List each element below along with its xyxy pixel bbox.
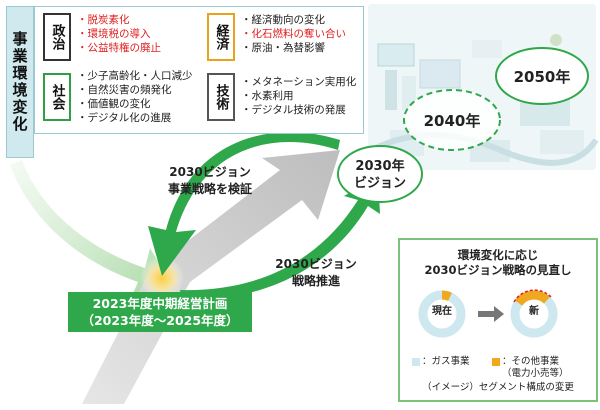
legend-swatch-gas <box>412 358 420 366</box>
list-item: ・水素利用 <box>241 90 294 102</box>
year-2050-bubble <box>495 47 589 105</box>
legend-swatch-other <box>492 358 500 366</box>
segment-donuts <box>412 289 558 366</box>
economy-list: ・経済動向の変化 ・化石燃料の奪い合い ・原油・為替影響 <box>241 13 346 55</box>
midterm-plan-box: 2023年度中期経営計画 （2023年度～2025年度） <box>68 292 252 332</box>
review-title: 環境変化に応じ 2030ビジョン戦略の見直し <box>424 248 572 277</box>
gray-growth-arrow <box>82 150 340 404</box>
vision-2030-bubble <box>337 145 423 203</box>
new-donut <box>510 289 558 338</box>
list-item: ・価値観の変化 <box>77 98 151 110</box>
list-item: ・公益特権の廃止 <box>77 42 161 54</box>
category-economy: 経済 <box>207 13 235 61</box>
env-change-header-text: 事業環境変化 <box>10 31 29 133</box>
list-item: ・デジタル技術の発展 <box>241 104 346 116</box>
verify-arrow <box>148 132 340 276</box>
verify-caption: 2030ビジョン 事業戦略を検証 <box>167 165 252 196</box>
category-technology: 技術 <box>207 73 235 121</box>
env-flow-arrow <box>10 160 170 300</box>
year-2050-label: 2050年 <box>513 68 571 86</box>
right-arrow-icon <box>478 306 504 322</box>
list-item: ・原油・為替影響 <box>241 42 325 54</box>
current-donut <box>418 290 466 338</box>
list-item: ・脱炭素化 <box>77 14 130 26</box>
society-list: ・少子高齢化・人口減少 ・自然災害の頻発化 ・価値観の変化 ・デジタル化の進展 <box>77 69 193 125</box>
year-2040-bubble <box>403 89 501 151</box>
env-factors-panel: 政治 ・脱炭素化 ・環境税の導入 ・公益特権の廃止 経済 ・経済動向の変化 ・化… <box>34 6 364 134</box>
legend-other: ：その他事業 （電力小売等） <box>502 356 569 379</box>
list-item: ・少子高齢化・人口減少 <box>77 70 193 82</box>
category-politics: 政治 <box>43 13 71 61</box>
review-caption: （イメージ）セグメント構成の変更 <box>422 382 574 393</box>
technology-list: ・メタネーション実用化 ・水素利用 ・デジタル技術の発展 <box>241 75 356 117</box>
year-2040-label: 2040年 <box>423 112 481 130</box>
current-label: 現在 <box>432 306 452 317</box>
env-change-header: 事業環境変化 <box>6 6 34 158</box>
list-item: ・メタネーション実用化 <box>241 76 357 88</box>
list-item: ・デジタル化の進展 <box>77 112 172 124</box>
origin-glow <box>140 256 184 300</box>
strategy-review-box: 環境変化に応じ 2030ビジョン戦略の見直し 現在 新 ：ガス事業 ：その他事業… <box>398 238 598 402</box>
category-society: 社会 <box>43 73 71 121</box>
politics-list: ・脱炭素化 ・環境税の導入 ・公益特権の廃止 <box>77 13 161 55</box>
list-item: ・自然災害の頻発化 <box>77 84 172 96</box>
list-item: ・経済動向の変化 <box>241 14 325 26</box>
legend-gas: ：ガス事業 <box>422 356 470 367</box>
promote-caption: 2030ビジョン 戦略推進 <box>275 257 357 288</box>
list-item: ・環境税の導入 <box>77 28 151 40</box>
vision-2030-label: 2030年 ビジョン <box>353 159 406 191</box>
list-item: ・化石燃料の奪い合い <box>241 28 346 40</box>
new-label: 新 <box>529 306 539 317</box>
